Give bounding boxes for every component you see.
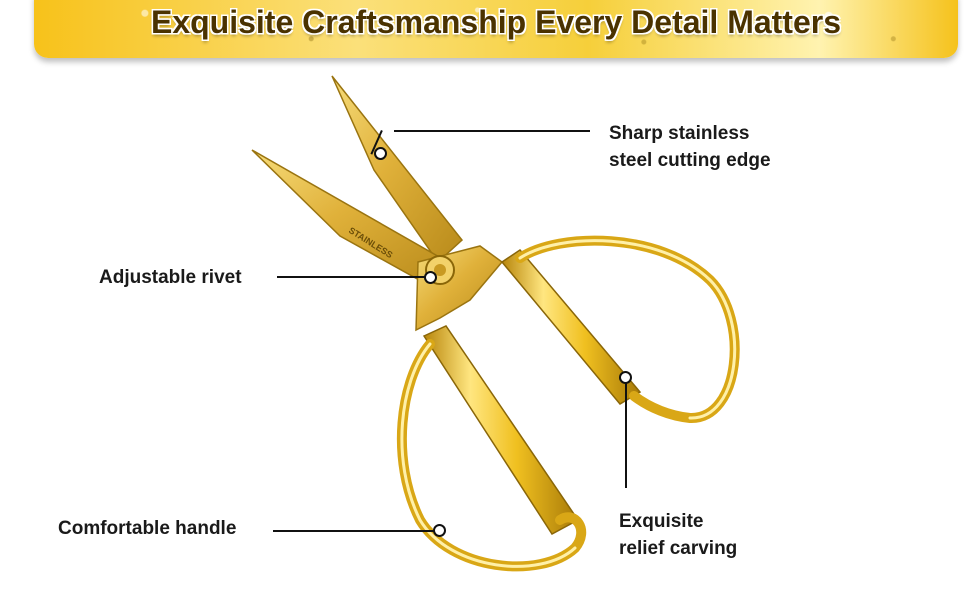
rivet-callout-label: Adjustable rivet xyxy=(99,267,242,288)
banner-title: Exquisite Craftsmanship Every Detail Mat… xyxy=(150,4,841,40)
blade-leader-line xyxy=(394,130,590,132)
left-handle-shank xyxy=(422,325,580,535)
carving-callout-dot xyxy=(619,371,632,384)
handle-callout-label: Comfortable handle xyxy=(58,518,237,539)
handle-callout-dot xyxy=(433,524,446,537)
right-handle-shank xyxy=(500,249,642,405)
carving-callout-label: Exquisite relief carving xyxy=(619,511,738,559)
rivet-callout-dot xyxy=(424,271,437,284)
handle-leader-line xyxy=(273,530,435,532)
pivot-plate xyxy=(415,245,504,332)
blade-callout-label: Sharp stainless steel cutting edge xyxy=(609,123,771,171)
blade-callout-dot xyxy=(374,147,387,160)
carving-leader-line xyxy=(625,382,627,488)
title-banner: Exquisite Craftsmanship Every Detail Mat… xyxy=(34,0,958,58)
rivet-leader-line xyxy=(277,276,427,278)
